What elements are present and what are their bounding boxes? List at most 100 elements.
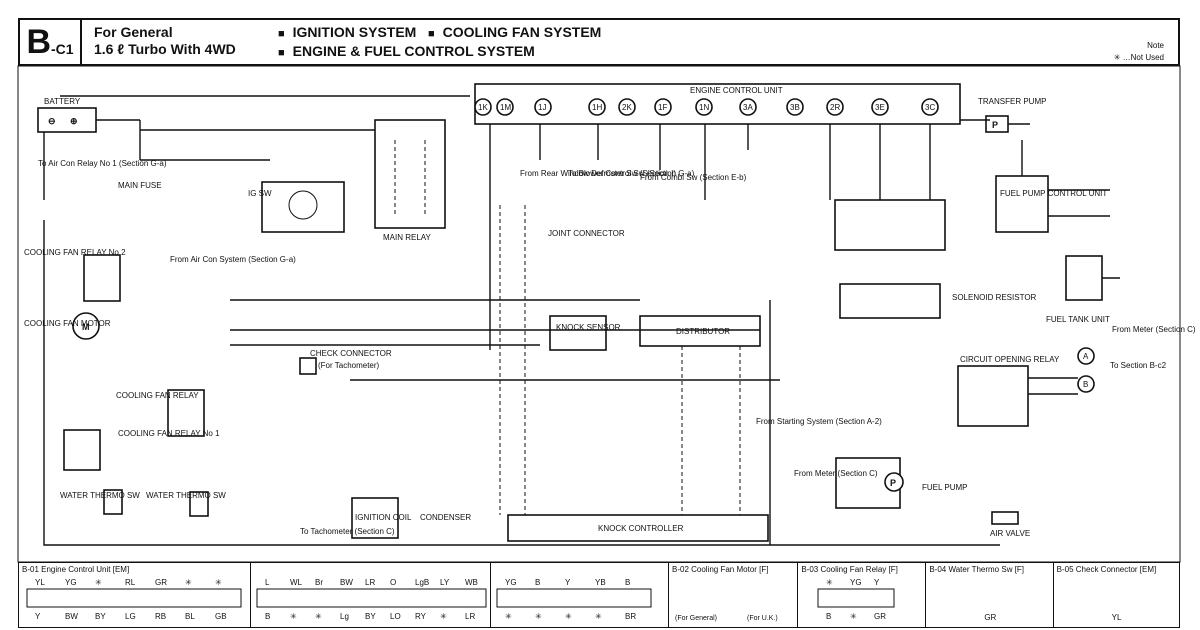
ecu-pin-label: 1H <box>592 103 602 112</box>
connector-pin-top: ✳ <box>826 578 833 587</box>
ecu-pin-label: 1K <box>478 103 488 112</box>
connector-pin-top: Br <box>315 578 323 587</box>
water-thermo-sw-91-label: WATER THERMO SW <box>146 491 226 500</box>
connector-pin-bottom: B <box>265 612 270 621</box>
connector-pin-top: YG <box>65 578 77 587</box>
ecu-pin-label: 2K <box>622 103 632 112</box>
ecu-output-wires <box>489 124 931 350</box>
knock-controller-box <box>507 514 769 542</box>
connector-body <box>256 588 487 608</box>
knock-sensor-box <box>549 315 607 351</box>
ecu-pin-circle <box>871 98 889 116</box>
connector-pin-top: LY <box>440 578 450 587</box>
connector-pin-bottom: LO <box>390 612 401 621</box>
ecu-pin-circle <box>695 98 713 116</box>
note-title: Note <box>1147 41 1164 50</box>
note-text: ✳ …Not Used <box>1113 53 1164 62</box>
ecu-pin-circle <box>534 98 552 116</box>
ref-air-con-relay: To Air Con Relay No 1 (Section G-a) <box>38 159 167 168</box>
connector-pin-bottom: ✳ <box>535 612 542 621</box>
note: Note ✳ …Not Used <box>1114 40 1164 64</box>
ecu-pin-label: 3A <box>743 103 753 112</box>
cooling-fan-relay-1-box <box>63 429 101 471</box>
ecu-pin-label: 3B <box>790 103 800 112</box>
system-list: ■IGNITION SYSTEM ■COOLING FAN SYSTEM ■EN… <box>278 24 601 62</box>
bullet-icon: ■ <box>428 28 435 40</box>
connector-pin-bottom: Lg <box>340 612 349 621</box>
cooling-fan-motor-icon <box>72 312 100 340</box>
cooling-fan-relay-label: COOLING FAN RELAY <box>116 391 199 400</box>
connector-pin-top: O <box>390 578 396 587</box>
legend-b01-title: B-01 Engine Control Unit [EM] <box>22 565 130 574</box>
connector-pin-top: YG <box>505 578 517 587</box>
ecu-pin-circle <box>739 98 757 116</box>
connector-pin-bottom: BY <box>365 612 376 621</box>
transfer-pump-label: TRANSFER PUMP <box>978 97 1046 106</box>
section-b-c2-ref: To Section B-c2 <box>1110 361 1167 370</box>
bullet-icon: ■ <box>278 47 285 59</box>
connector-a-icon <box>1077 347 1095 365</box>
connector-pin-bottom: RB <box>155 612 166 621</box>
section-code: B-C1 <box>20 20 82 64</box>
connector-pin-top: LR <box>365 578 375 587</box>
water-thermo-sw-91-box <box>189 491 209 517</box>
ref-tachometer: To Tachometer (Section C) <box>300 527 395 536</box>
ecu-pin-circle <box>921 98 939 116</box>
section-code-suffix: -C1 <box>51 41 74 57</box>
motor-symbol-icon: M <box>82 322 90 332</box>
distributor-label: DISTRIBUTOR <box>676 327 730 336</box>
fuel-pump-control-unit-box <box>995 175 1049 233</box>
system-engine-fuel: ENGINE & FUEL CONTROL SYSTEM <box>292 43 535 59</box>
connector-pin-bottom: LG <box>125 612 136 621</box>
ref-blower: To Blower Control Sw (Section G-a) <box>568 169 695 178</box>
system-cooling-fan: COOLING FAN SYSTEM <box>442 24 602 40</box>
ig-switch-box <box>261 181 345 233</box>
harness-wires <box>230 299 780 545</box>
ref-combi: From Combi Sw (Section E-b) <box>640 173 747 182</box>
model-line-1: For General <box>94 24 173 40</box>
ignition-coil-label: IGNITION COIL <box>355 513 412 522</box>
ref-meter-2: From Meter (Section C) <box>1112 325 1196 334</box>
fuel-pump-symbol: P <box>890 478 896 488</box>
air-valve-box <box>991 511 1019 525</box>
battery-label: BATTERY <box>44 97 81 106</box>
connector-pin-bottom: BL <box>185 612 195 621</box>
connector-pin-bottom: ✳ <box>595 612 602 621</box>
connector-pin-top: L <box>265 578 270 587</box>
shielded-wires <box>499 205 741 515</box>
ref-starting-system: From Starting System (Section A-2) <box>756 417 882 426</box>
transfer-pump-symbol: P <box>992 120 998 130</box>
connector-pin-bottom: RY <box>415 612 427 621</box>
for-tachometer-label: (For Tachometer) <box>318 361 380 370</box>
connector-pin-top: BW <box>340 578 353 587</box>
system-ignition: IGNITION SYSTEM <box>292 24 417 40</box>
connector-pin-top: ✳ <box>215 578 222 587</box>
ig-switch-contact-icon <box>288 190 318 220</box>
connector-pin-top: YG <box>850 578 862 587</box>
ecu-pin-circle <box>618 98 636 116</box>
ref-rear-window: From Rear Window Defroster Sw (Section I… <box>520 169 676 178</box>
ecu-pin-label: 1J <box>538 103 546 112</box>
section-code-letter: B <box>26 23 51 61</box>
fuel-pump-motor-icon <box>884 472 904 492</box>
legend-b02-general: (For General) <box>675 615 718 622</box>
connector-pin-bottom: ✳ <box>850 612 857 621</box>
legend-b05-pin: YL <box>1111 613 1122 622</box>
ecu-label: ENGINE CONTROL UNIT <box>690 86 783 95</box>
solenoid-resistor-box <box>839 283 941 319</box>
knock-sensor-label: KNOCK SENSOR <box>556 323 621 332</box>
ecu-pin-label: 3E <box>875 103 885 112</box>
connector-pin-top: ✳ <box>95 578 102 587</box>
connector-body <box>26 588 242 608</box>
ecu-pin-circle <box>588 98 606 116</box>
ground-bus-wire <box>43 132 1000 546</box>
distributor-box <box>639 315 761 347</box>
model-line-2: 1.6 ℓ Turbo With 4WD <box>94 41 236 57</box>
main-relay-label: MAIN RELAY <box>383 233 432 242</box>
